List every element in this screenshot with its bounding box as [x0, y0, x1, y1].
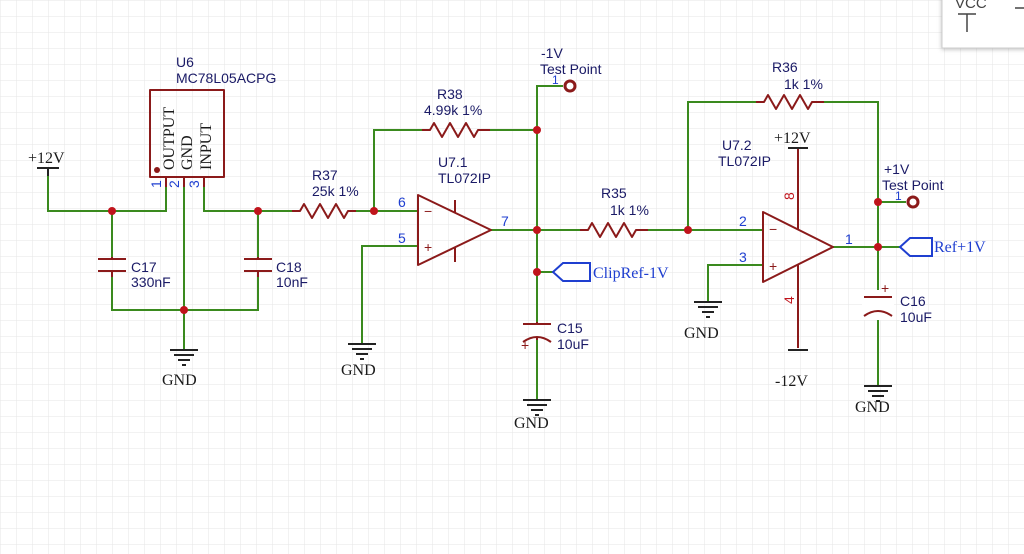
tp-pos-pin: 1 [895, 189, 902, 203]
tp-neg-pin: 1 [552, 73, 559, 87]
net-label-ref-1v[interactable]: Ref+1V [898, 237, 986, 257]
c18-ref: C18 [276, 259, 302, 275]
wires [47, 85, 906, 399]
opamp-u7-1[interactable]: − + 6 5 7 U7.1 TL072IP [398, 154, 509, 266]
capacitor-c15[interactable]: + C15 10uF [521, 320, 589, 353]
u7-1-pin5: 5 [398, 230, 406, 246]
junctions [108, 126, 882, 314]
u7-2-pin8: 8 [781, 192, 797, 200]
pin1-marker-icon [154, 167, 160, 173]
test-point-neg-1v[interactable]: -1V Test Point 1 [540, 45, 602, 93]
resistor-r37[interactable]: R37 25k 1% [292, 167, 359, 219]
power-12v-opamp-label: +12V [774, 130, 811, 147]
vcc-label: VCC [955, 0, 987, 12]
u7-1-pin7: 7 [501, 213, 509, 229]
net-label-clipref[interactable]: ClipRef-1V [551, 262, 669, 282]
r38-ref: R38 [437, 86, 463, 102]
gnd4-label: GND [684, 325, 719, 342]
power-flag-12v-in[interactable]: +12V [28, 150, 65, 176]
opamp-u7-2[interactable]: − + 2 3 1 8 4 U7.2 TL072IP [718, 137, 853, 348]
resistor-r35[interactable]: R35 1k 1% [580, 185, 649, 238]
clipref-label: ClipRef-1V [593, 265, 669, 282]
u7-2-minus-sign: − [769, 221, 777, 237]
power-flag-12v-opamp[interactable]: +12V [774, 130, 811, 149]
u7-2-pin2: 2 [739, 213, 747, 229]
power-12v-in-label: +12V [28, 150, 65, 167]
c15-value: 10uF [557, 336, 589, 352]
capacitor-c18[interactable]: C18 10nF [244, 257, 308, 290]
u7-1-plus-sign: + [424, 239, 432, 255]
c16-plus-sign: + [881, 280, 889, 296]
u6-pin-gnd: GND [179, 135, 196, 170]
r36-value: 1k 1% [784, 76, 823, 92]
gnd3-label: GND [514, 415, 549, 432]
ground-symbol-1[interactable]: GND [162, 349, 198, 389]
r35-value: 1k 1% [610, 202, 649, 218]
ground-symbol-5[interactable]: GND [855, 385, 892, 416]
u7-2-value: TL072IP [718, 153, 771, 169]
power-flag-neg-12v[interactable]: -12V [775, 349, 808, 390]
c16-ref: C16 [900, 293, 926, 309]
c15-ref: C15 [557, 320, 583, 336]
r37-value: 25k 1% [312, 183, 359, 199]
ground-symbol-3[interactable]: GND [514, 399, 551, 432]
vcc-symbol-panel[interactable]: VCC [941, 0, 1024, 49]
c18-value: 10nF [276, 274, 308, 290]
r37-ref: R37 [312, 167, 338, 183]
u6-pin-output: OUTPUT [161, 107, 178, 170]
c17-value: 330nF [131, 274, 171, 290]
refout-label: Ref+1V [934, 239, 986, 256]
r38-value: 4.99k 1% [424, 102, 482, 118]
r35-ref: R35 [601, 185, 627, 201]
u6-value: MC78L05ACPG [176, 70, 276, 86]
u7-1-minus-sign: − [424, 203, 432, 219]
r36-ref: R36 [772, 59, 798, 75]
resistor-r36[interactable]: R36 1k 1% [756, 59, 824, 110]
u7-1-ref: U7.1 [438, 154, 468, 170]
gnd2-label: GND [341, 362, 376, 379]
tp-neg-net: -1V [541, 45, 563, 61]
c17-ref: C17 [131, 259, 157, 275]
u6-pin-input: INPUT [198, 123, 215, 170]
u7-2-pin3: 3 [739, 249, 747, 265]
u7-2-plus-sign: + [769, 258, 777, 274]
ground-symbol-2[interactable]: GND [341, 343, 376, 379]
tp-pos-label: Test Point [882, 177, 944, 193]
u7-1-pin6: 6 [398, 194, 406, 210]
u7-2-pin1: 1 [845, 231, 853, 247]
u6-pin3-number: 3 [186, 180, 202, 188]
u7-1-value: TL072IP [438, 170, 491, 186]
c15-plus-sign: + [521, 337, 529, 353]
regulator-u6[interactable]: U6 MC78L05ACPG OUTPUT GND INPUT 1 2 3 [148, 54, 276, 188]
tp-pos-net: +1V [884, 161, 910, 177]
u6-pin1-number: 1 [148, 180, 164, 188]
u6-ref: U6 [176, 54, 194, 70]
u6-pin2-number: 2 [166, 180, 182, 188]
tp-neg-label: Test Point [540, 61, 602, 77]
gnd5-label: GND [855, 399, 890, 416]
u7-2-ref: U7.2 [722, 137, 752, 153]
ground-symbol-4[interactable]: GND [684, 301, 722, 342]
u7-2-pin4: 4 [781, 296, 797, 304]
test-point-pos-1v[interactable]: +1V Test Point 1 [882, 161, 944, 209]
power-neg-12v-label: -12V [775, 373, 808, 390]
capacitor-c17[interactable]: C17 330nF [98, 257, 171, 290]
c16-value: 10uF [900, 309, 932, 325]
capacitor-c16[interactable]: + C16 10uF [862, 280, 932, 325]
gnd1-label: GND [162, 372, 197, 389]
resistor-r38[interactable]: R38 4.99k 1% [422, 86, 490, 138]
